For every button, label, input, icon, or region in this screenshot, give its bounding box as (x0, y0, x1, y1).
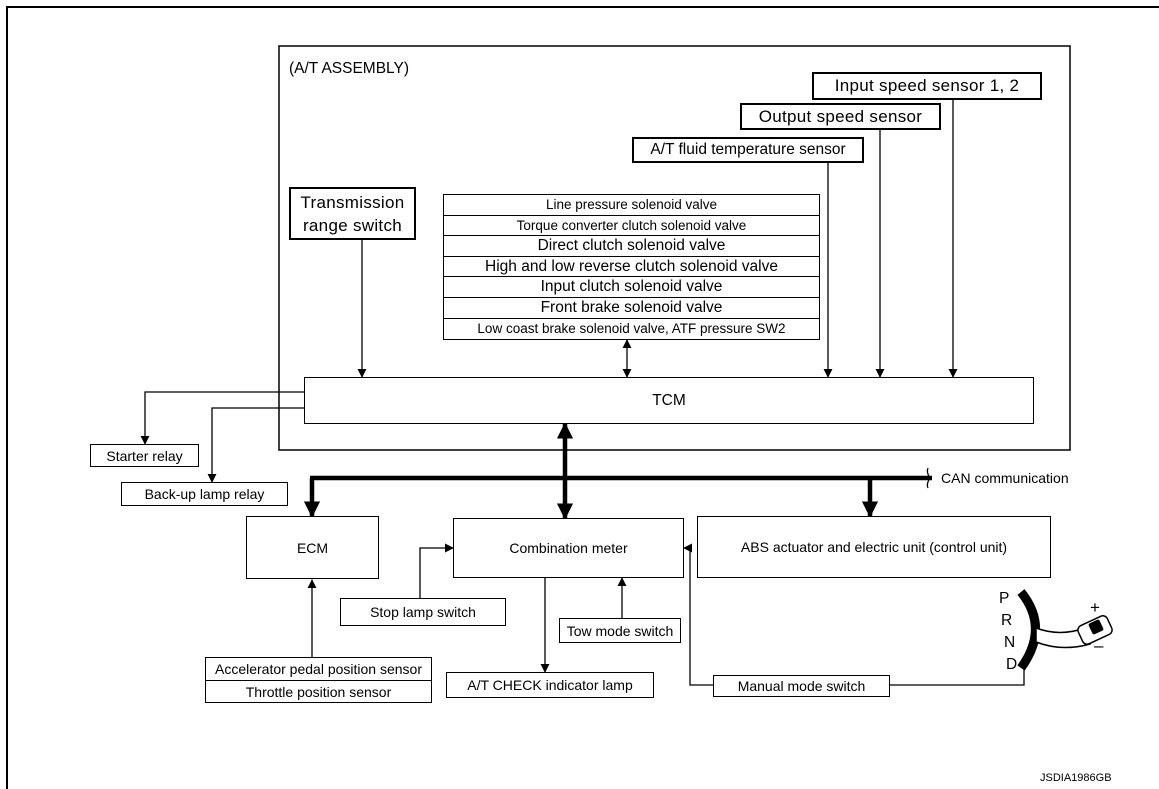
valve-row: Torque converter clutch solenoid valve (444, 216, 819, 237)
throttle-position-sensor-label: Throttle position sensor (245, 683, 392, 700)
abs-unit-box: ABS actuator and electric unit (control … (697, 516, 1051, 578)
ecm-box: ECM (246, 516, 379, 579)
input-speed-sensor-box: Input speed sensor 1, 2 (812, 72, 1042, 100)
manual-mode-switch-box: Manual mode switch (713, 675, 890, 697)
solenoid-valve-list: Line pressure solenoid valve Torque conv… (443, 194, 820, 340)
tcm-box: TCM (304, 377, 1034, 424)
ecm-sensor-group-box: Accelerator pedal position sensor Thrott… (205, 657, 432, 703)
figure-id: JSDIA1986GB (1040, 772, 1112, 784)
transmission-range-switch-box: Transmission range switch (289, 187, 416, 240)
valve-row: Input clutch solenoid valve (444, 277, 819, 298)
check-indicator-lamp-box: A/T CHECK indicator lamp (446, 672, 654, 698)
starter-relay-box: Starter relay (90, 444, 199, 467)
stop-lamp-switch-box: Stop lamp switch (340, 598, 506, 626)
valve-row: Line pressure solenoid valve (444, 195, 819, 216)
shift-lever-icon (1017, 589, 1113, 671)
at-assembly-outline (278, 45, 1071, 451)
backup-lamp-relay-box: Back-up lamp relay (121, 482, 288, 506)
shift-position-n: N (1004, 634, 1016, 651)
shift-plus-label: + (1090, 598, 1101, 617)
figure-frame (6, 6, 1159, 789)
tow-mode-switch-box: Tow mode switch (559, 618, 681, 643)
output-speed-sensor-box: Output speed sensor (740, 103, 941, 130)
assembly-label: (A/T ASSEMBLY) (289, 60, 410, 77)
can-communication-label: CAN communication (941, 470, 1069, 486)
valve-row: Front brake solenoid valve (444, 298, 819, 319)
fluid-temp-sensor-box: A/T fluid temperature sensor (632, 137, 864, 163)
shift-position-r: R (1001, 612, 1013, 629)
shift-position-d: D (1006, 656, 1018, 673)
valve-row: Low coast brake solenoid valve, ATF pres… (477, 321, 786, 337)
combination-meter-box: Combination meter (453, 518, 684, 578)
shift-minus-label: – (1094, 636, 1104, 655)
valve-row: Direct clutch solenoid valve (444, 236, 819, 257)
shift-position-p: P (999, 590, 1010, 607)
accelerator-pedal-sensor-label: Accelerator pedal position sensor (206, 658, 431, 681)
valve-row: High and low reverse clutch solenoid val… (444, 257, 819, 278)
